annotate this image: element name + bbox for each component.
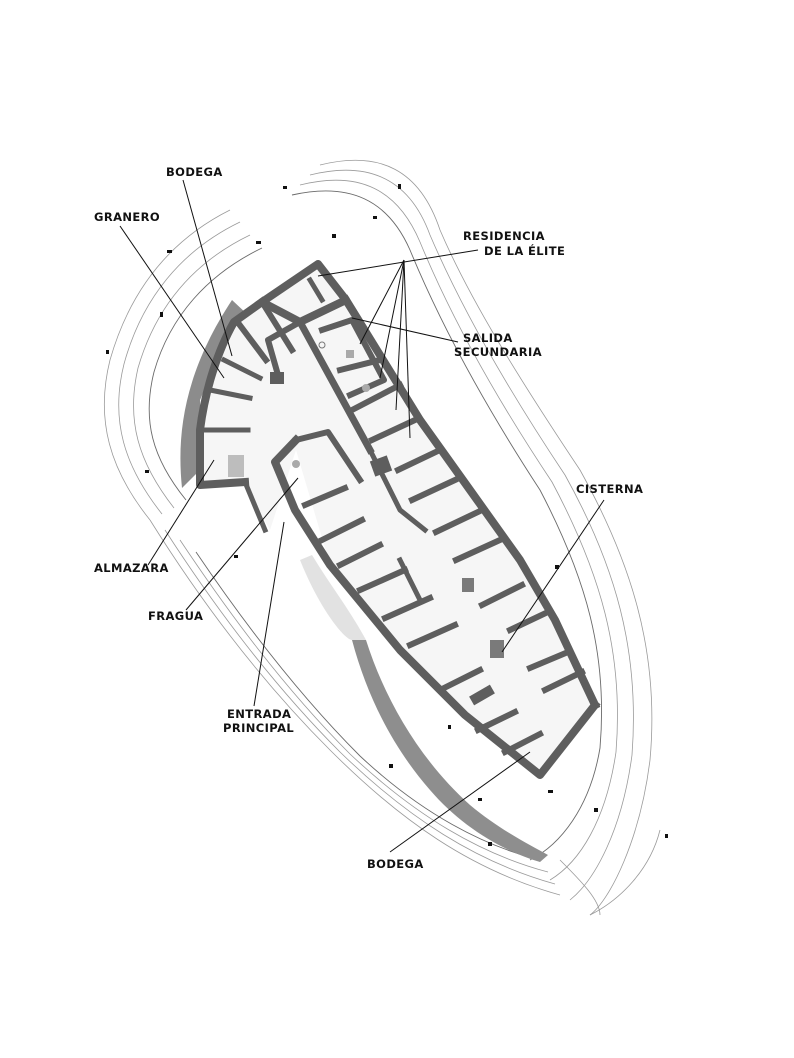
label-granero: GRANERO [94, 210, 160, 224]
label-entrada-line2: PRINCIPAL [223, 721, 294, 735]
terrain-contours [103, 159, 661, 916]
label-salida-line1: SALIDA [463, 331, 513, 345]
label-fragua: FRAGUA [148, 609, 203, 623]
leader-lines [119, 179, 605, 853]
label-bodega-top: BODEGA [166, 165, 223, 179]
plan-labels: BODEGA GRANERO RESIDENCIA DE LA ÉLITE SA… [94, 165, 643, 871]
bodega-south-strip [352, 640, 548, 862]
survey-markers [106, 184, 668, 846]
interior-features [228, 341, 504, 706]
label-residencia-line1: RESIDENCIA [463, 229, 545, 243]
label-entrada-line1: ENTRADA [227, 707, 291, 721]
label-bodega-bottom: BODEGA [367, 857, 424, 871]
label-almazara: ALMAZARA [94, 561, 169, 575]
label-salida-line2: SECUNDARIA [454, 345, 542, 359]
label-residencia-line2: DE LA ÉLITE [484, 243, 565, 258]
label-cisterna: CISTERNA [576, 482, 643, 496]
